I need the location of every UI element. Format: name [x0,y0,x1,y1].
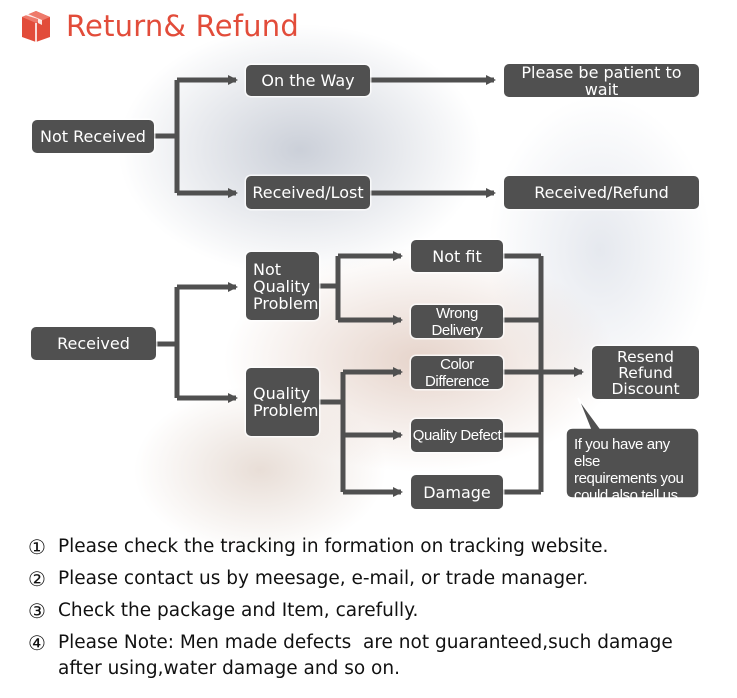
note-text: Check the package and Item, carefully. [58,600,419,621]
note-text: Please contact us by meesage, e-mail, or… [58,568,589,589]
received-refund-box: Received/Refund [504,176,699,209]
resend-refund-discount-box: Resend Refund Discount [592,346,699,399]
note-number: ① [28,535,46,559]
quality-problem-box: Quality Problem [246,368,319,436]
color-difference-box: Color Difference [411,356,503,390]
page-title: Return& Refund [66,9,299,43]
note-number: ④ [28,631,46,655]
note-number: ② [28,567,46,591]
not-fit-box: Not fit [411,240,503,272]
on-the-way-box: On the Way [246,65,370,96]
package-box-icon [22,11,50,42]
damage-box: Damage [411,475,503,509]
header: Return& Refund [20,6,299,46]
note-item: ① Please check the tracking in formation… [28,534,718,560]
please-wait-box: Please be patient to wait [504,64,699,98]
not-received-box: Not Received [32,120,154,153]
wrong-delivery-box: Wrong Delivery [411,305,503,339]
received-box: Received [31,327,156,360]
received-lost-box: Received/Lost [246,176,370,209]
note-item: ④ Please Note: Men made defects are not … [28,630,718,682]
callout-text: If you have any else requirements you co… [574,436,684,504]
not-quality-problem-box: Not Quality Problem [246,252,319,320]
note-number: ③ [28,599,46,623]
notes-list: ① Please check the tracking in formation… [28,534,718,688]
quality-defect-box: Quality Defect [411,419,503,452]
note-item: ③ Check the package and Item, carefully. [28,598,718,624]
note-text: Please Note: Men made defects are not gu… [58,632,673,679]
note-text: Please check the tracking in formation o… [58,536,609,557]
callout-bubble [565,397,700,499]
note-item: ② Please contact us by meesage, e-mail, … [28,566,718,592]
